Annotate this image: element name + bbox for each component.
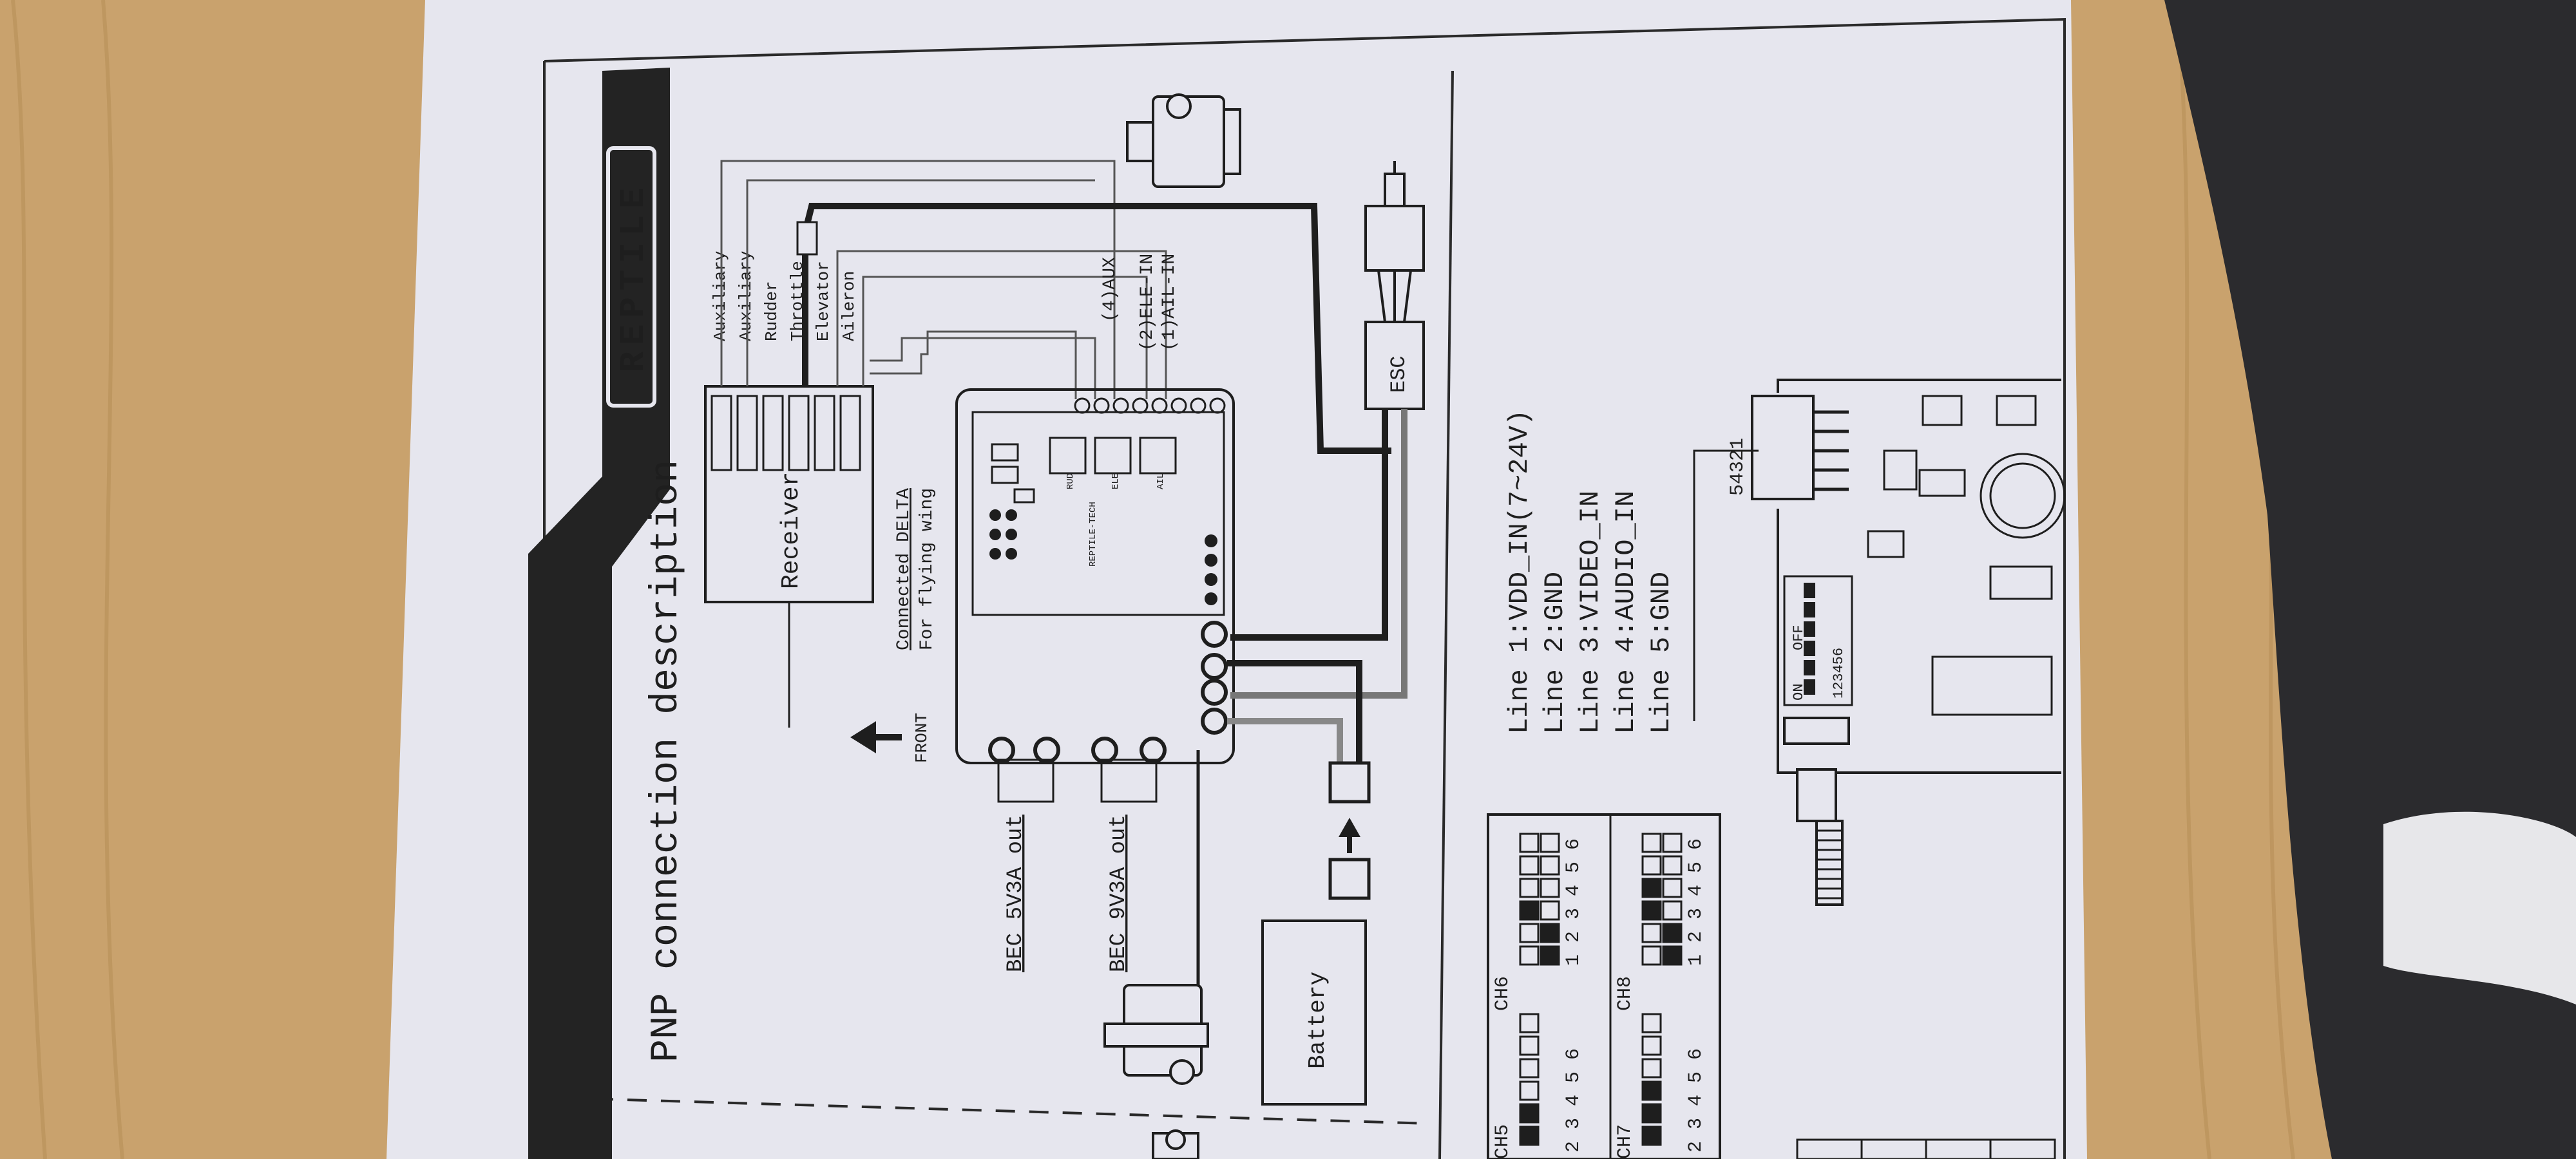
servo-top [1126,93,1241,188]
throttle-wire [802,203,1391,454]
delta-note-line2: For flying wing [917,488,937,650]
section-divider [1438,70,1454,1159]
channel-label: Auxiliary [711,251,730,341]
chip-ele [1094,437,1132,475]
dashed-separator [560,1097,1431,1125]
ch5-squares [1519,1013,1540,1146]
board-header-pins [1074,397,1226,414]
paper-sheet [386,0,2087,1159]
throttle-plug [796,221,818,256]
bec-9v-box [1100,759,1158,803]
receiver-wires [720,160,1167,399]
ch5-numbers: 2 3 4 5 6 [1563,1048,1585,1153]
ch6-numbers: 1 2 3 4 5 6 [1563,838,1585,966]
flight-controller-board [955,388,1235,764]
partial-servo-bottom-left [1152,1129,1199,1159]
delta-note-line1: Connected DELTA [894,488,914,650]
esc-power-wires [1230,409,1407,699]
board-side-pins [989,509,1217,605]
receiver-ports [711,395,861,471]
xt-connector-bottom [1328,858,1371,900]
esc-label: ESC [1387,355,1411,393]
board-silk: REPTILE-TECH [1088,502,1098,567]
ch7-label: CH7 [1614,1124,1636,1159]
ch8-squares [1641,833,1683,966]
channel-label: Aileron [839,271,859,341]
antenna-connector [1783,717,1850,906]
ch7-squares [1641,1013,1662,1146]
motor [1364,161,1425,272]
connector-pins [1813,410,1849,491]
chip-label: RUD [1065,473,1076,489]
connector-number: 54321 [1727,438,1749,496]
pin-label-ele-in: (2)ELE-IN [1138,254,1158,351]
front-label: FRONT [912,713,931,763]
ch6-squares [1519,833,1560,966]
board-jumpers [991,443,1035,504]
ch-table-frame [1487,813,1721,1159]
battery-wires [1227,660,1362,763]
line-desc-4: Line 4:AUDIO_IN [1610,491,1641,734]
page-frame [544,17,2066,1159]
battery-box [1261,919,1367,1106]
board-power-pads [988,621,1228,764]
dip-switch [1783,575,1853,706]
line-desc-3: Line 3:VIDEO_IN [1575,491,1606,734]
bec-5v-label: BEC 5V3A out [1004,815,1028,972]
bec-5v-box [997,759,1054,803]
callout-line [1693,449,1759,721]
reptile-logo: REPTILE [606,146,656,408]
esc-box [1364,321,1425,410]
connector-5pin [1751,395,1815,500]
esc-wires [1377,270,1412,323]
page-title: PNP connection description [645,460,689,1062]
ch6-label: CH6 [1492,976,1514,1011]
pin-label-ail-in: (1)AIL-IN [1159,254,1179,351]
chip-rud [1049,437,1087,475]
dip-off-label: OFF [1791,625,1807,650]
chip-label: AIL [1156,473,1166,489]
ch7-numbers: 2 3 4 5 6 [1685,1048,1707,1153]
white-object [2383,811,2576,1004]
dip-numbers: 123456 [1831,648,1847,699]
dip-on-label: ON [1791,684,1807,701]
vtx-components [1867,395,2066,716]
battery-label: Battery [1304,972,1331,1069]
antenna-threads [1817,829,1842,900]
bec-9v-label: BEC 9V3A out [1107,815,1131,972]
front-arrow [850,721,902,753]
chip-ail [1139,437,1177,475]
dip-toggles [1804,583,1815,695]
channel-label: Elevator [814,261,833,341]
channel-label: Auxiliary [736,251,756,341]
line-desc-5: Line 5:GND [1646,572,1677,734]
pin-label-aux: (4)AUX [1100,257,1120,322]
connect-arrow [1339,818,1360,837]
ch8-label: CH8 [1614,976,1636,1011]
chip-label: ELE [1111,473,1121,489]
channel-label: Rudder [762,281,781,341]
partial-table-bottom-right [1796,1138,2056,1159]
xt-connector-top [1328,761,1371,804]
servo-bottom [1103,984,1209,1085]
ch5-label: CH5 [1492,1124,1514,1159]
vtx-board-outline [1777,379,2061,774]
line-desc-2: Line 2:GND [1540,572,1570,734]
receiver-label: Receiver [778,472,805,589]
line-desc-1: Line 1:VDD_IN(7~24V) [1504,410,1535,734]
ch8-numbers: 1 2 3 4 5 6 [1685,838,1707,966]
logo-text: REPTILE [615,182,654,373]
